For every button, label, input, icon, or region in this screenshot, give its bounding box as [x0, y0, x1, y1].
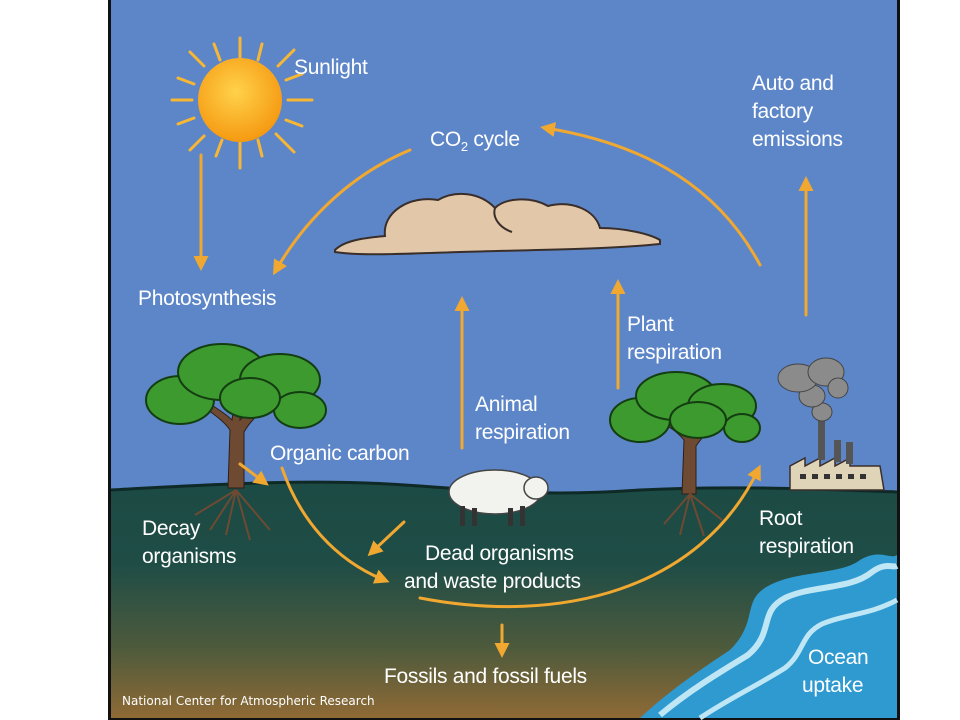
arrow-to-decay: [367, 520, 406, 557]
label-plant-respiration: Plant respiration: [627, 313, 722, 364]
tree-left-icon: [145, 343, 327, 541]
label-photosynthesis: Photosynthesis: [138, 287, 276, 310]
arrow-tree-to-organic-carbon: [238, 462, 269, 486]
label-decay-organisms: Decay organisms: [142, 517, 236, 568]
sheep-icon: [448, 469, 549, 526]
sun-icon: [170, 36, 314, 170]
label-organic-carbon: Organic carbon: [270, 442, 409, 465]
tree-right-icon: [609, 371, 761, 537]
credit-text: National Center for Atmospheric Research: [122, 694, 375, 708]
label-co2-cycle: CO2 cycle: [430, 128, 520, 154]
cloud-icon: [334, 192, 661, 256]
label-fossils: Fossils and fossil fuels: [384, 665, 587, 688]
ocean-wave-1: [658, 563, 899, 718]
label-animal-respiration: Animal respiration: [475, 393, 570, 444]
ocean: [640, 554, 897, 718]
arrows: [193, 122, 814, 658]
label-root-respiration: Root respiration: [759, 507, 854, 558]
label-dead-organisms: Dead organisms and waste products: [404, 542, 581, 593]
label-auto-emissions: Auto and factory emissions: [752, 72, 843, 151]
arrow-dead-to-root: [418, 464, 761, 609]
arrow-co2-to-photosynthesis: [272, 148, 412, 276]
ocean-wave-2: [698, 597, 899, 720]
label-ocean-uptake: Ocean uptake: [802, 646, 874, 697]
ground: [111, 482, 897, 718]
factory-icon: [777, 357, 885, 491]
arrow-emissions-to-co2: [540, 122, 762, 267]
arrow-organic-carbon-to-dead: [280, 466, 390, 584]
label-sunlight: Sunlight: [294, 56, 368, 79]
